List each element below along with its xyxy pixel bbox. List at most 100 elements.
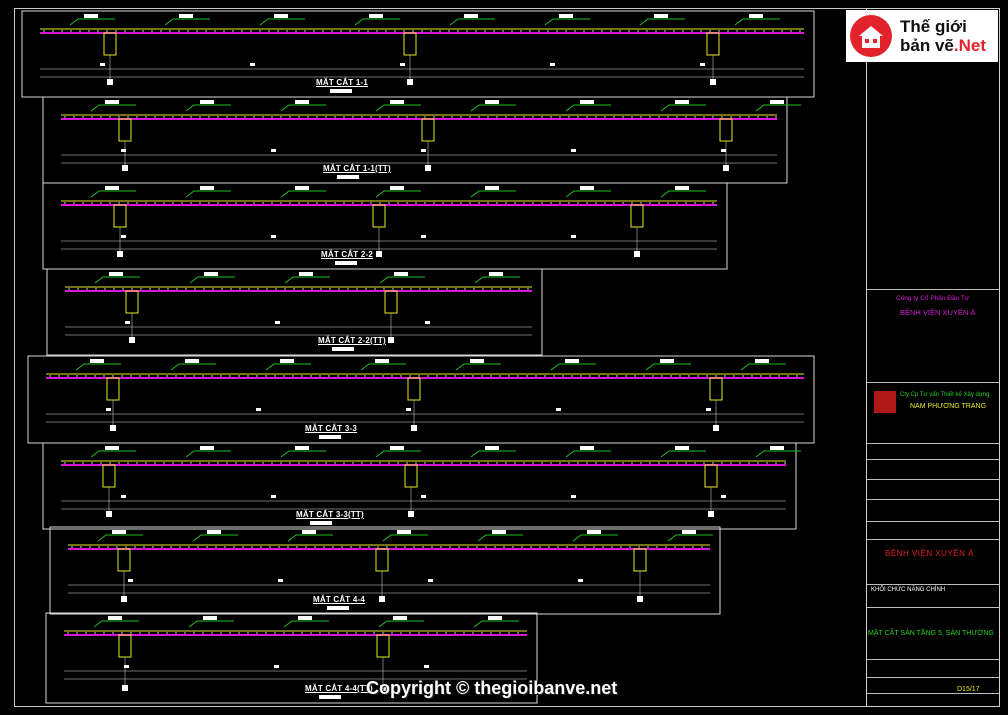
rebar-dot <box>625 375 627 377</box>
rebar-dot <box>215 546 217 548</box>
rebar-dot <box>106 30 108 32</box>
rebar-dot <box>448 30 450 32</box>
rebar-dot <box>320 288 322 290</box>
section-label: MẶT CẮT 4-4 <box>313 595 365 604</box>
house-icon <box>850 15 892 57</box>
rebar-dot <box>772 30 774 32</box>
rebar-dot <box>568 116 570 118</box>
rebar-dot <box>622 462 624 464</box>
rebar-dot <box>509 288 511 290</box>
rebar-dot <box>374 288 376 290</box>
rebar-dot <box>683 546 685 548</box>
rebar-dot <box>134 546 136 548</box>
rebar-dot <box>484 30 486 32</box>
dimension-text <box>121 149 126 152</box>
rebar-dot <box>118 116 120 118</box>
dimension-text <box>400 63 405 66</box>
rebar-dot <box>185 288 187 290</box>
rebar-dot <box>580 375 582 377</box>
rebar-dot <box>382 375 384 377</box>
rebar-dot <box>401 288 403 290</box>
rebar-callout <box>287 534 333 542</box>
rebar-dot <box>304 30 306 32</box>
rebar-dot <box>604 116 606 118</box>
rebar-dot <box>568 462 570 464</box>
rebar-callout <box>378 620 424 628</box>
rebar-dot <box>97 30 99 32</box>
dimension-text <box>425 321 430 324</box>
rebar-dot <box>523 116 525 118</box>
rebar-dot <box>85 632 87 634</box>
rebar-callout <box>185 450 231 458</box>
rebar-dot <box>274 375 276 377</box>
rebar-dot <box>388 462 390 464</box>
rebar-tag <box>565 359 579 363</box>
scale-marker <box>310 521 332 525</box>
rebar-dot <box>175 632 177 634</box>
rebar-dot <box>523 462 525 464</box>
rebar-dot <box>359 546 361 548</box>
rebar-tag <box>489 272 503 276</box>
rebar-tag <box>485 446 499 450</box>
rebar-dot <box>730 116 732 118</box>
rebar-tag <box>108 616 122 620</box>
rebar-callout <box>94 276 140 284</box>
rebar-tag <box>485 100 499 104</box>
rebar-dot <box>187 30 189 32</box>
rebar-callout <box>354 18 400 26</box>
rebar-dot <box>514 462 516 464</box>
grid-marker <box>411 425 417 431</box>
rebar-dot <box>319 375 321 377</box>
rebar-dot <box>386 546 388 548</box>
rebar-dot <box>478 462 480 464</box>
rebar-dot <box>568 202 570 204</box>
section-frame <box>21 10 815 98</box>
dimension-text <box>271 235 276 238</box>
rebar-callout <box>473 620 519 628</box>
rebar-dot <box>154 116 156 118</box>
rebar-dot <box>310 632 312 634</box>
rebar-dot <box>397 462 399 464</box>
rebar-dot <box>460 202 462 204</box>
rebar-dot <box>496 462 498 464</box>
rebar-dot <box>284 288 286 290</box>
rebar-tag <box>105 186 119 190</box>
rebar-tag <box>280 359 294 363</box>
rebar-dot <box>118 202 120 204</box>
rebar-dot <box>52 30 54 32</box>
dimension-text <box>421 495 426 498</box>
rebar-dot <box>145 116 147 118</box>
rebar-dot <box>481 375 483 377</box>
rebar-dot <box>559 202 561 204</box>
rebar-dot <box>454 632 456 634</box>
rebar-dot <box>634 375 636 377</box>
rebar-dot <box>427 375 429 377</box>
rebar-dot <box>664 30 666 32</box>
rebar-dot <box>403 30 405 32</box>
rebar-dot <box>352 462 354 464</box>
rebar-dot <box>73 462 75 464</box>
rebar-dot <box>122 288 124 290</box>
rebar-tag <box>749 14 763 18</box>
rebar-dot <box>283 375 285 377</box>
rebar-dot <box>463 375 465 377</box>
rebar-dot <box>127 462 129 464</box>
rebar-dot <box>70 30 72 32</box>
rebar-tag <box>90 359 104 363</box>
rebar-dot <box>194 288 196 290</box>
rebar-callout <box>259 18 305 26</box>
rebar-dot <box>418 632 420 634</box>
rebar-dot <box>379 202 381 204</box>
rebar-dot <box>574 30 576 32</box>
section-label: MẶT CẮT 1-1 <box>316 78 368 87</box>
rebar-dot <box>136 462 138 464</box>
rebar-dot <box>550 116 552 118</box>
rebar-dot <box>412 30 414 32</box>
rebar-dot <box>307 116 309 118</box>
rebar-dot <box>103 375 105 377</box>
project-name-text: BỆNH VIỆN XUYÊN Á <box>885 549 974 558</box>
rebar-dot <box>346 375 348 377</box>
rebar-dot <box>238 375 240 377</box>
rebar-dot <box>283 632 285 634</box>
rebar-dot <box>760 375 762 377</box>
